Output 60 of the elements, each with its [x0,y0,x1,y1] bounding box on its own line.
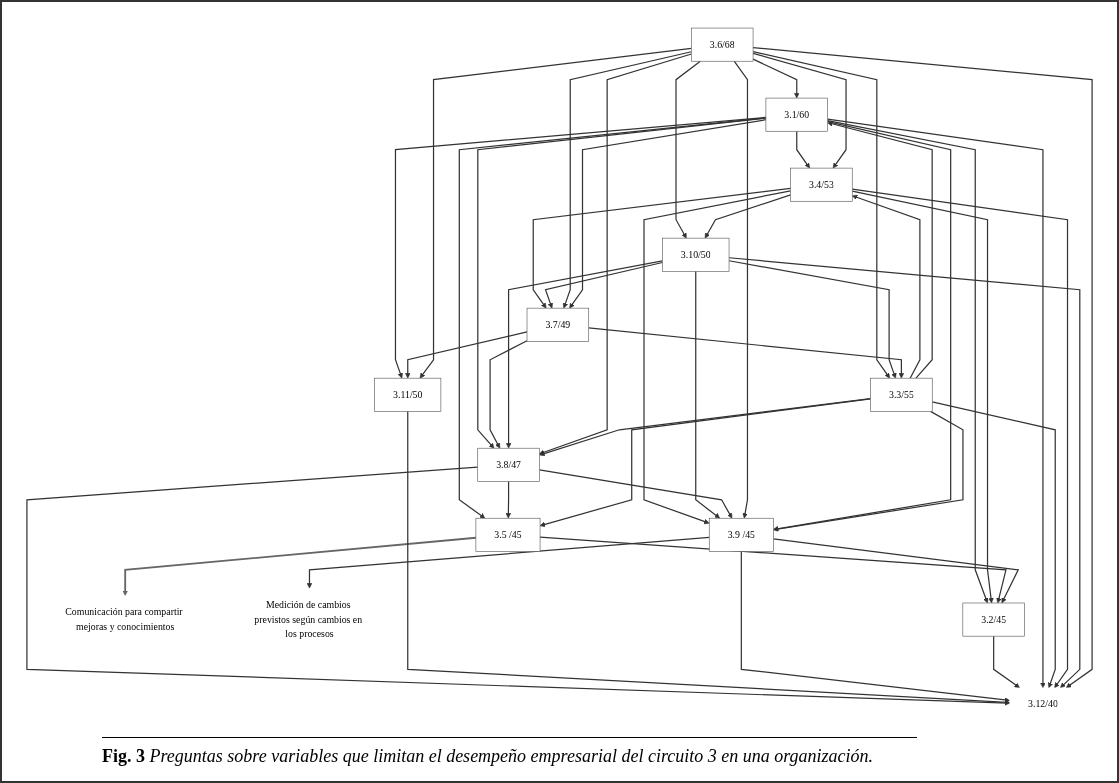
arrow [796,130,810,169]
arrow [122,536,477,596]
arrow [752,46,1093,688]
node-box: 3.2/45 [962,602,1025,637]
node-text: 3.12/40 [1028,698,1058,710]
node-box: 3.7/49 [526,307,590,342]
arrow [26,466,1010,706]
arrow [394,116,767,379]
node-box: 3.9 /45 [708,517,774,552]
arrow [419,47,692,379]
node-box: 3.1/60 [765,97,828,132]
arrow [306,536,710,589]
node-text: Comunicación para compartir mejoras y conocimientos [65,606,183,632]
node-box: 3.6/68 [691,27,754,62]
arrow [851,188,1069,688]
arrow [489,340,528,449]
arrow [544,261,664,309]
arrow [539,398,872,527]
node-box: 3.11/50 [374,377,442,412]
arrow [752,51,890,379]
node-box: 3.4/53 [790,167,853,202]
arrow [477,117,767,449]
arrow [539,536,1007,604]
arrow [588,327,905,379]
arrow [752,52,847,169]
node-box: 3.10/50 [662,237,730,272]
arrow [643,190,792,525]
arrow [827,121,933,379]
arrow [405,331,528,379]
arrow [931,401,1056,688]
arrow [740,550,1010,703]
arrow [728,260,897,379]
node-box: 3.3/55 [870,377,933,412]
arrow [675,60,701,239]
arrow [827,120,989,604]
arrow [505,480,512,519]
arrow [407,410,1010,705]
arrow [852,194,921,379]
arrow [505,260,664,449]
arrow [538,469,733,519]
arrow [728,257,1081,688]
arrow [458,117,767,519]
figure-caption: Fig. 3 Preguntas sobre variables que limitan el desempeño empresarial del circuito 3 en una organización. [102,737,917,767]
arrow [993,635,1020,688]
arrow [772,538,1020,604]
node-box: 3.5 /45 [475,517,541,552]
arrow [539,398,872,457]
arrow [704,194,792,239]
arrow [752,58,800,99]
arrow [569,119,767,309]
arrow [851,190,994,604]
arrow [562,51,692,309]
node-text: Medición de cambios previstos según cambios en los procesos [254,599,363,640]
arrow [733,60,749,519]
arrow [539,53,692,455]
arrow [532,187,792,309]
arrow [695,270,720,519]
arrow [773,410,964,532]
node-box: 3.8/47 [477,447,540,482]
arrow [827,118,1046,688]
